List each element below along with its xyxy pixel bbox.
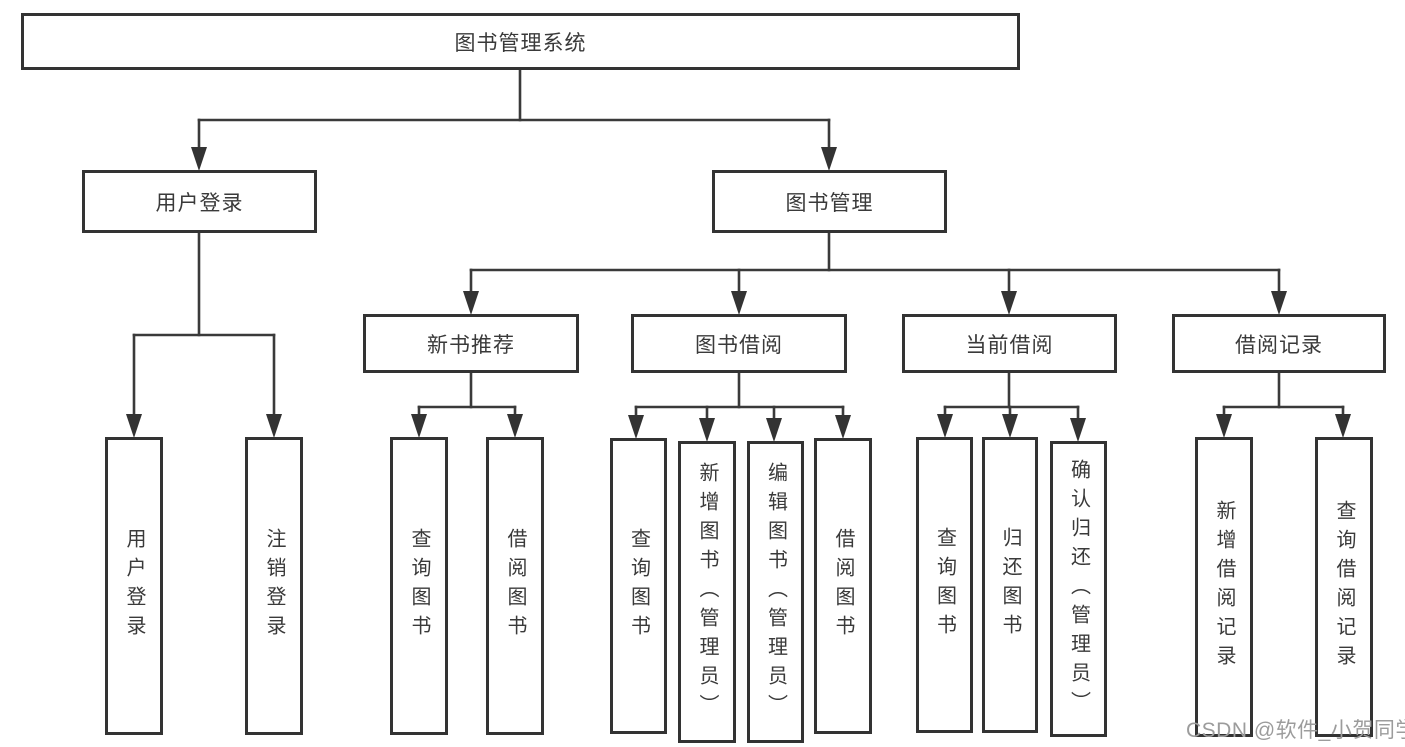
node-current-borrow-label: 当前借阅 [965, 333, 1054, 357]
arrowhead-down-icon [937, 414, 953, 438]
node-br-query-record-label: 查询借阅记录 [1333, 500, 1355, 674]
arrowhead-down-icon [766, 418, 782, 442]
node-user-login-branch-label: 用户登录 [155, 191, 244, 215]
node-root-label: 图书管理系统 [454, 31, 587, 55]
node-book-mgmt: 图书管理 [712, 170, 947, 233]
node-rec-borrow-books: 借阅图书 [486, 437, 544, 735]
node-book-mgmt-label: 图书管理 [785, 191, 874, 215]
node-bb-query-books-label: 查询图书 [627, 528, 650, 644]
node-logout-label: 注销登录 [263, 528, 285, 644]
node-new-book-rec: 新书推荐 [363, 314, 579, 373]
arrowhead-down-icon [821, 147, 837, 171]
node-bb-borrow-books: 借阅图书 [814, 438, 872, 734]
node-rec-borrow-books-label: 借阅图书 [504, 528, 526, 644]
node-book-borrow: 图书借阅 [631, 314, 847, 373]
node-bb-query-books: 查询图书 [610, 438, 667, 734]
node-new-book-rec-label: 新书推荐 [427, 333, 515, 357]
watermark-text: CSDN @软件_小贺同学 [1186, 719, 1405, 742]
arrowhead-down-icon [628, 415, 644, 439]
node-br-add-record: 新增借阅记录 [1195, 437, 1253, 737]
arrowhead-down-icon [835, 415, 851, 439]
node-borrow-records: 借阅记录 [1172, 314, 1386, 373]
arrowhead-down-icon [699, 418, 715, 442]
node-cb-query-books: 查询图书 [916, 437, 973, 733]
arrowhead-down-icon [126, 414, 142, 438]
node-br-add-record-label: 新增借阅记录 [1213, 500, 1235, 674]
node-user-login-label: 用户登录 [123, 528, 145, 644]
node-current-borrow: 当前借阅 [902, 314, 1117, 373]
node-bb-edit-books: 编辑图书（管理员） [747, 441, 804, 743]
node-logout: 注销登录 [245, 437, 303, 735]
arrowhead-down-icon [1271, 291, 1287, 315]
arrowhead-down-icon [1002, 414, 1018, 438]
arrowhead-down-icon [1070, 418, 1086, 442]
node-borrow-records-label: 借阅记录 [1235, 333, 1323, 357]
arrowhead-down-icon [191, 147, 207, 171]
node-cb-query-books-label: 查询图书 [933, 527, 956, 643]
arrowhead-down-icon [507, 414, 523, 438]
node-bb-add-books-label: 新增图书（管理员） [696, 461, 718, 723]
node-bb-add-books: 新增图书（管理员） [678, 441, 736, 743]
node-bb-edit-books-label: 编辑图书（管理员） [764, 461, 787, 723]
node-cb-return-books-label: 归还图书 [999, 527, 1021, 643]
arrowhead-down-icon [411, 414, 427, 438]
node-user-login-branch: 用户登录 [82, 170, 317, 233]
arrowhead-down-icon [731, 291, 747, 315]
arrowhead-down-icon [1335, 414, 1351, 438]
node-root: 图书管理系统 [21, 13, 1020, 70]
node-cb-confirm-return: 确认归还（管理员） [1050, 441, 1107, 737]
arrowhead-down-icon [463, 291, 479, 315]
node-rec-query-books: 查询图书 [390, 437, 448, 735]
node-rec-query-books-label: 查询图书 [408, 528, 430, 644]
node-user-login: 用户登录 [105, 437, 163, 735]
node-cb-return-books: 归还图书 [982, 437, 1038, 733]
arrowhead-down-icon [1216, 414, 1232, 438]
node-br-query-record: 查询借阅记录 [1315, 437, 1373, 737]
node-bb-borrow-books-label: 借阅图书 [832, 528, 854, 644]
arrowhead-down-icon [266, 414, 282, 438]
node-cb-confirm-return-label: 确认归还（管理员） [1067, 458, 1090, 720]
arrowhead-down-icon [1001, 291, 1017, 315]
node-book-borrow-label: 图书借阅 [695, 333, 783, 357]
